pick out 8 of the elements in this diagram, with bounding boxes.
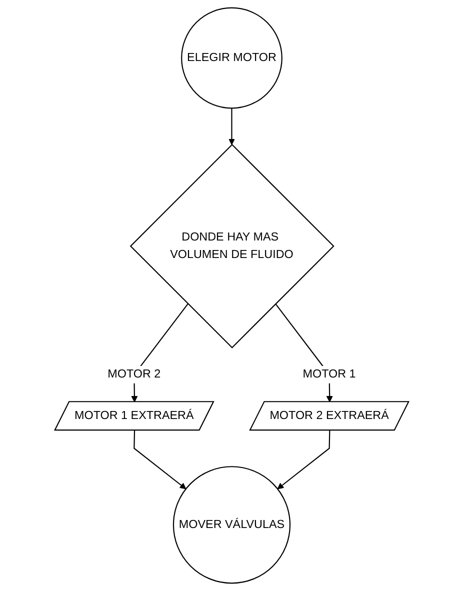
edge-label: MOTOR 1 xyxy=(303,368,356,380)
node-circle: ELEGIR MOTOR xyxy=(181,7,283,109)
arrow xyxy=(228,108,236,145)
node-circle: MOVER VÁLVULAS xyxy=(173,466,291,584)
edge-label: MOTOR 2 xyxy=(108,368,161,380)
arrow xyxy=(278,430,330,490)
arrow xyxy=(134,430,186,490)
node-diamond: DONDE HAY MAS VOLUMEN DE FLUIDO xyxy=(130,144,335,348)
